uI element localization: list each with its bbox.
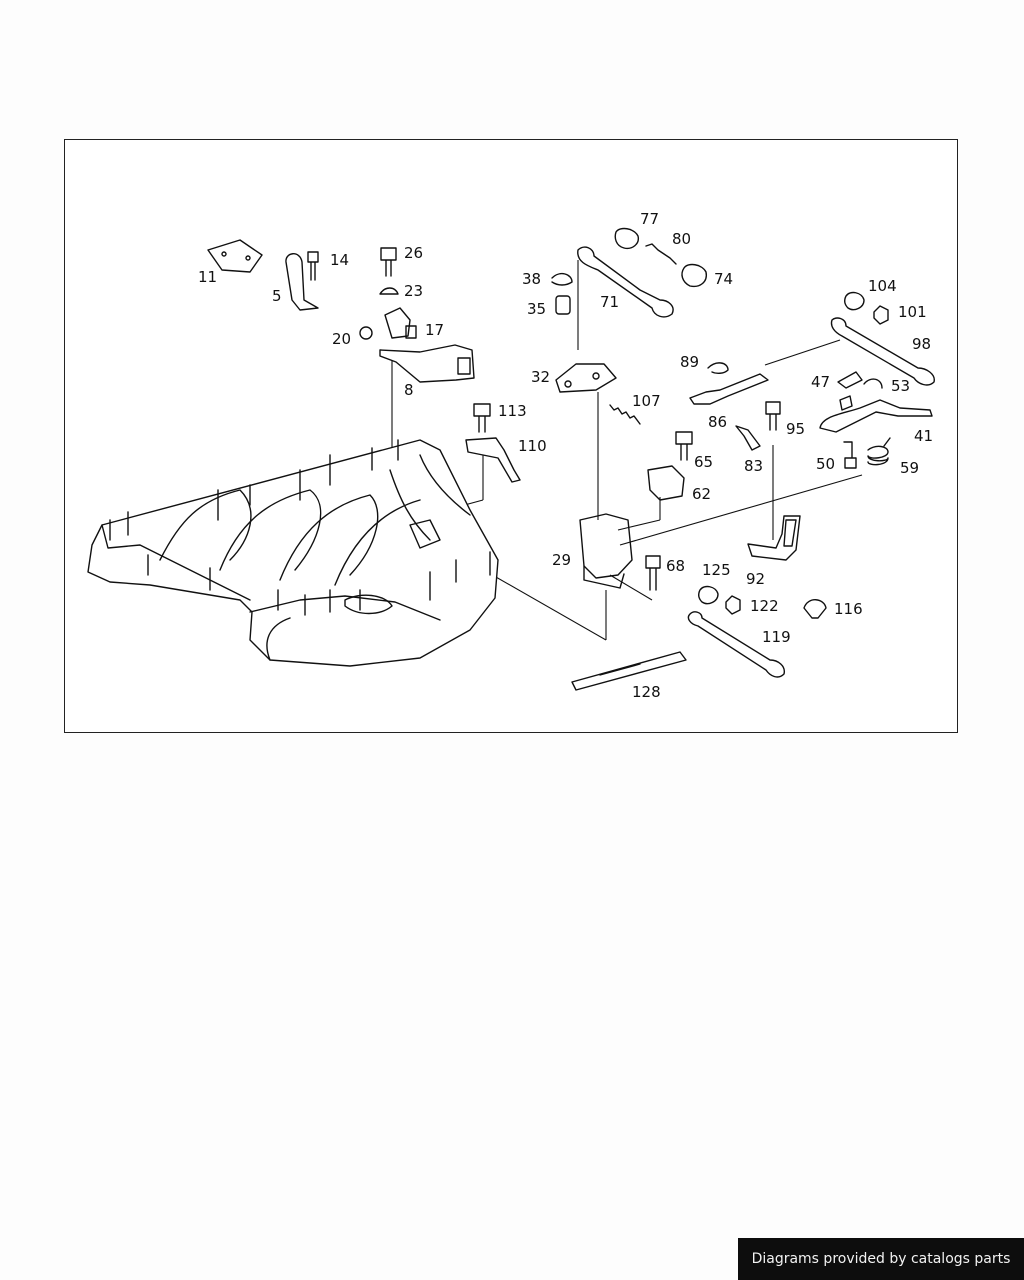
callout-41: 41 — [914, 427, 933, 445]
callout-68: 68 — [666, 557, 685, 575]
callout-116: 116 — [834, 600, 863, 618]
callout-26: 26 — [404, 244, 423, 262]
callout-77: 77 — [640, 210, 659, 228]
callout-86: 86 — [708, 413, 727, 431]
callout-50: 50 — [816, 455, 835, 473]
callout-74: 74 — [714, 270, 733, 288]
callout-113: 113 — [498, 402, 527, 420]
callout-128: 128 — [632, 683, 661, 701]
callout-11: 11 — [198, 268, 217, 286]
callout-35: 35 — [527, 300, 546, 318]
footer-banner: Diagrams provided by catalogs parts — [738, 1238, 1024, 1280]
callout-101: 101 — [898, 303, 927, 321]
callout-62: 62 — [692, 485, 711, 503]
intake-manifold — [87, 439, 499, 667]
callout-110: 110 — [518, 437, 547, 455]
callout-5: 5 — [272, 287, 282, 305]
callout-38: 38 — [522, 270, 541, 288]
callout-59: 59 — [900, 459, 919, 477]
footer-text: Diagrams provided by catalogs parts — [751, 1251, 1011, 1267]
callout-47: 47 — [811, 373, 830, 391]
callout-107: 107 — [632, 392, 661, 410]
callout-95: 95 — [786, 420, 805, 438]
component-parts — [207, 227, 935, 691]
callout-119: 119 — [762, 628, 791, 646]
callout-83: 83 — [744, 457, 763, 475]
callout-65: 65 — [694, 453, 713, 471]
callout-71: 71 — [600, 293, 619, 311]
callout-92: 92 — [746, 570, 765, 588]
callout-8: 8 — [404, 381, 414, 399]
callout-23: 23 — [404, 282, 423, 300]
callout-29: 29 — [552, 551, 571, 569]
callout-98: 98 — [912, 335, 931, 353]
callout-122: 122 — [750, 597, 779, 615]
callout-80: 80 — [672, 230, 691, 248]
callout-32: 32 — [531, 368, 550, 386]
callout-20: 20 — [332, 330, 351, 348]
callout-14: 14 — [330, 251, 349, 269]
callout-17: 17 — [425, 321, 444, 339]
diagram-frame — [64, 139, 958, 733]
callout-labels: 11 14 5 26 23 17 20 8 113 110 77 80 74 3… — [198, 210, 933, 701]
callout-53: 53 — [891, 377, 910, 395]
callout-89: 89 — [680, 353, 699, 371]
callout-104: 104 — [868, 277, 897, 295]
callout-125: 125 — [702, 561, 731, 579]
